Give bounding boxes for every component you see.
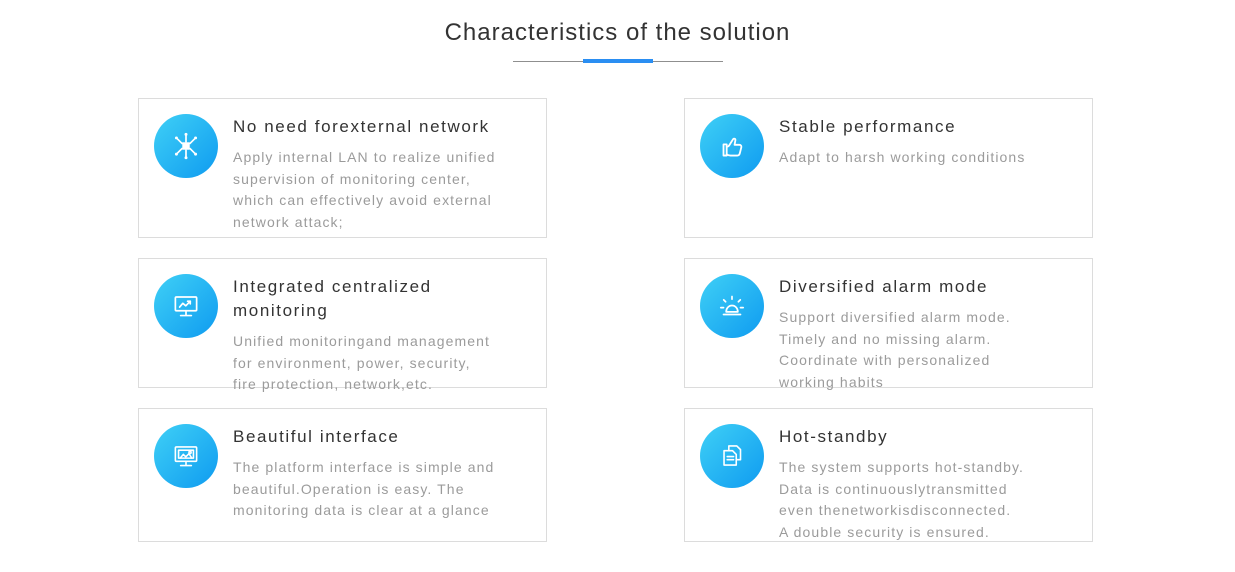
documents-icon (700, 424, 764, 488)
card-description: Apply internal LAN to realize unified su… (233, 149, 496, 230)
card-title: Diversified alarm mode (779, 277, 989, 296)
card-title: Integrated centralized monitoring (233, 277, 432, 320)
network-hub-icon (154, 114, 218, 178)
underline-blue-center (582, 59, 653, 63)
card-title: Beautiful interface (233, 427, 400, 446)
card-description: Support diversified alarm mode. Timely a… (779, 309, 1011, 390)
page-title: Characteristics of the solution (444, 19, 791, 46)
underline-gray-left (512, 60, 583, 62)
title-underline-decoration (512, 59, 723, 63)
card-description: Unified monitoringand management for env… (233, 333, 490, 392)
underline-gray-right (652, 60, 723, 62)
card-description: Adapt to harsh working conditions (779, 149, 1026, 165)
interface-image-icon (154, 424, 218, 488)
cards-grid: No need forexternal network Apply intern… (138, 98, 1093, 542)
feature-card-1: Stable performance Adapt to harsh workin… (684, 98, 1093, 238)
page-header: Characteristics of the solution (0, 0, 1235, 63)
feature-card-3: Diversified alarm mode Support diversifi… (684, 258, 1093, 390)
card-description: The platform interface is simple and bea… (233, 459, 495, 518)
card-description: The system supports hot-standby. Data is… (779, 459, 1025, 540)
card-title: No need forexternal network (233, 117, 490, 136)
feature-card-2: Integrated centralized monitoring Unifie… (138, 258, 547, 392)
monitor-icon (154, 274, 218, 338)
thumbs-up-icon (700, 114, 764, 178)
feature-card-0: No need forexternal network Apply intern… (138, 98, 547, 238)
alarm-icon (700, 274, 764, 338)
feature-card-4: Beautiful interface The platform interfa… (138, 408, 547, 542)
card-title: Hot-standby (779, 427, 889, 446)
feature-card-5: Hot-standby The system supports hot-stan… (684, 408, 1093, 542)
card-title: Stable performance (779, 117, 957, 136)
